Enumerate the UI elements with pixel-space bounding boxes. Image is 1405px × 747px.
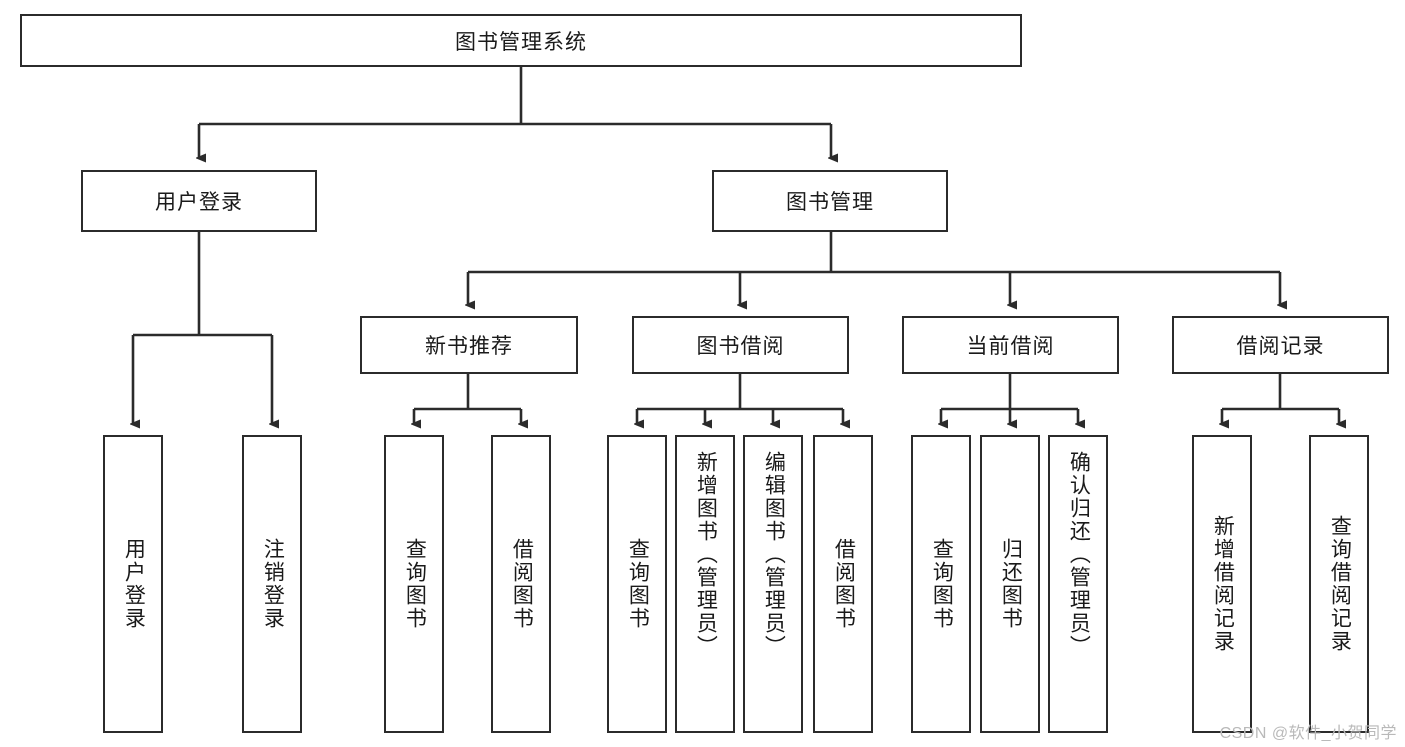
node-new-book-recommend[interactable]: 新书推荐 xyxy=(360,316,578,374)
node-label: 查询图书 xyxy=(930,538,954,630)
node-label: 新增图书（管理员） xyxy=(694,451,718,658)
watermark-text: CSDN @软件_小贺同学 xyxy=(1219,725,1397,742)
node-book-borrow[interactable]: 图书借阅 xyxy=(632,316,849,374)
node-current-borrow[interactable]: 当前借阅 xyxy=(902,316,1119,374)
node-label: 当前借阅 xyxy=(966,335,1055,358)
leaf-book-borrow-add-book-admin[interactable]: 新增图书（管理员） xyxy=(675,435,735,733)
node-label: 图书管理 xyxy=(786,191,874,214)
node-label: 查询图书 xyxy=(403,538,427,630)
node-label: 图书管理系统 xyxy=(455,30,587,54)
node-root-book-management-system[interactable]: 图书管理系统 xyxy=(20,14,1022,67)
node-book-management[interactable]: 图书管理 xyxy=(712,170,948,232)
leaf-new-book-borrow-book[interactable]: 借阅图书 xyxy=(491,435,551,733)
leaf-current-borrow-query-book[interactable]: 查询图书 xyxy=(911,435,971,733)
node-label: 确认归还（管理员） xyxy=(1067,451,1091,658)
leaf-book-borrow-borrow-book[interactable]: 借阅图书 xyxy=(813,435,873,733)
node-label: 新书推荐 xyxy=(425,335,513,358)
leaf-current-borrow-confirm-return-admin[interactable]: 确认归还（管理员） xyxy=(1048,435,1108,733)
node-label: 用户登录 xyxy=(122,538,146,630)
leaf-book-borrow-edit-book-admin[interactable]: 编辑图书（管理员） xyxy=(743,435,803,733)
node-label: 新增借阅记录 xyxy=(1211,515,1235,653)
leaf-book-borrow-query-book[interactable]: 查询图书 xyxy=(607,435,667,733)
node-label: 查询借阅记录 xyxy=(1328,515,1352,653)
leaf-new-book-query-book[interactable]: 查询图书 xyxy=(384,435,444,733)
node-label: 用户登录 xyxy=(155,191,243,214)
node-borrow-record[interactable]: 借阅记录 xyxy=(1172,316,1389,374)
node-label: 查询图书 xyxy=(626,538,650,630)
leaf-borrow-record-query-record[interactable]: 查询借阅记录 xyxy=(1309,435,1369,733)
node-label: 借阅图书 xyxy=(832,538,856,630)
leaf-user-login-logout[interactable]: 注销登录 xyxy=(242,435,302,733)
node-label: 图书借阅 xyxy=(696,335,785,358)
node-label: 编辑图书（管理员） xyxy=(762,451,786,658)
node-user-login[interactable]: 用户登录 xyxy=(81,170,317,232)
node-label: 借阅图书 xyxy=(510,538,534,630)
leaf-current-borrow-return-book[interactable]: 归还图书 xyxy=(980,435,1040,733)
node-label: 注销登录 xyxy=(261,538,285,630)
node-label: 借阅记录 xyxy=(1236,335,1325,358)
leaf-user-login-login[interactable]: 用户登录 xyxy=(103,435,163,733)
leaf-borrow-record-add-record[interactable]: 新增借阅记录 xyxy=(1192,435,1252,733)
node-label: 归还图书 xyxy=(999,538,1023,630)
